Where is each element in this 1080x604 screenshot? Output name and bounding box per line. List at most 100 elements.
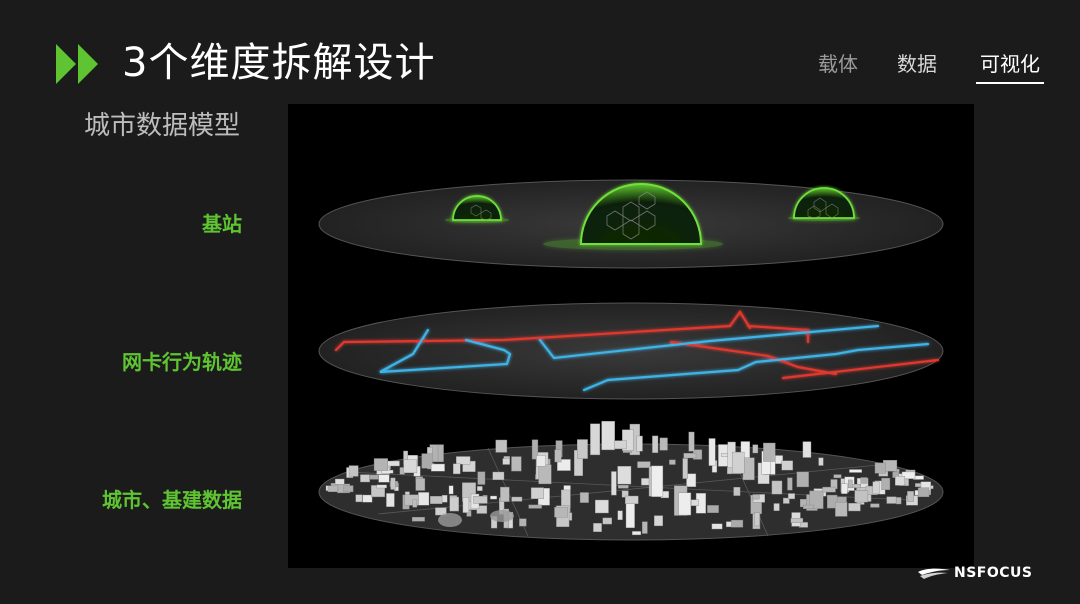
building: [841, 483, 848, 494]
building: [870, 503, 880, 508]
building: [917, 487, 930, 498]
building: [803, 504, 814, 509]
building: [435, 507, 447, 516]
building: [637, 461, 651, 468]
building: [818, 457, 824, 466]
building: [642, 521, 648, 534]
building: [632, 531, 642, 536]
building: [448, 485, 454, 495]
building: [360, 474, 370, 483]
building: [500, 486, 510, 502]
building: [495, 439, 508, 453]
building: [901, 471, 916, 479]
building: [430, 463, 445, 472]
building: [651, 465, 664, 497]
building: [452, 463, 461, 475]
building: [771, 480, 783, 495]
building: [536, 455, 546, 467]
tab-bar: 载体 数据 可视化: [818, 50, 1044, 84]
building: [355, 494, 363, 503]
city-model-visualization: [288, 104, 974, 568]
building: [907, 491, 914, 502]
layer-label-base-station: 基站: [202, 212, 242, 236]
fast-forward-icon: [56, 44, 98, 84]
building: [403, 459, 418, 474]
building: [860, 477, 868, 484]
trajectory-blue: [379, 324, 930, 392]
building: [593, 523, 602, 532]
building: [335, 478, 345, 485]
building: [579, 492, 589, 503]
building: [386, 493, 395, 507]
tab-visualization[interactable]: 可视化: [976, 50, 1044, 84]
building: [601, 421, 615, 451]
building: [476, 505, 488, 514]
page-title: 3个维度拆解设计: [122, 40, 436, 86]
building: [519, 518, 527, 527]
building: [763, 442, 776, 462]
building: [752, 494, 760, 500]
dome-icon: [445, 195, 509, 223]
building: [688, 431, 695, 452]
building: [787, 477, 793, 491]
building: [874, 462, 886, 474]
building: [708, 438, 716, 466]
building: [490, 495, 497, 500]
building: [492, 471, 505, 481]
building: [437, 444, 444, 462]
building: [404, 494, 419, 506]
building: [378, 474, 390, 483]
building: [682, 458, 688, 479]
building: [690, 499, 699, 506]
building: [462, 497, 470, 513]
building: [618, 485, 629, 489]
building: [412, 499, 418, 508]
building: [441, 495, 448, 503]
building: [473, 496, 488, 504]
tab-carrier[interactable]: 载体: [818, 52, 858, 76]
building: [686, 473, 697, 488]
building: [854, 490, 869, 503]
building: [373, 458, 388, 471]
building: [788, 493, 796, 500]
building: [872, 481, 880, 495]
building: [773, 503, 780, 511]
building: [895, 476, 906, 486]
building: [752, 444, 759, 454]
building: [833, 474, 842, 479]
building: [848, 503, 861, 512]
tab-data[interactable]: 数据: [897, 52, 937, 76]
building: [327, 486, 338, 493]
building: [636, 435, 643, 452]
section-subtitle: 城市数据模型: [84, 111, 241, 141]
building: [827, 494, 838, 509]
building: [659, 437, 668, 451]
building: [376, 484, 387, 489]
building: [511, 496, 523, 502]
building: [557, 459, 571, 471]
building: [554, 506, 568, 518]
building: [822, 486, 836, 493]
building: [528, 504, 542, 509]
building: [849, 469, 863, 473]
building: [412, 517, 425, 522]
trajectory-layer: [318, 302, 944, 400]
building: [614, 440, 627, 450]
building: [742, 457, 755, 481]
building: [531, 439, 539, 460]
building: [802, 441, 812, 458]
building: [835, 502, 848, 517]
layer-label-trajectory: 网卡行为轨迹: [122, 350, 242, 374]
building: [790, 518, 804, 523]
building: [554, 449, 562, 463]
building: [809, 490, 824, 509]
building: [652, 435, 659, 453]
building: [783, 497, 790, 504]
building: [848, 479, 853, 489]
building: [368, 474, 379, 480]
dome-icon: [579, 183, 703, 245]
building: [678, 492, 692, 516]
building: [455, 456, 471, 465]
building: [530, 487, 544, 499]
building: [617, 466, 632, 485]
